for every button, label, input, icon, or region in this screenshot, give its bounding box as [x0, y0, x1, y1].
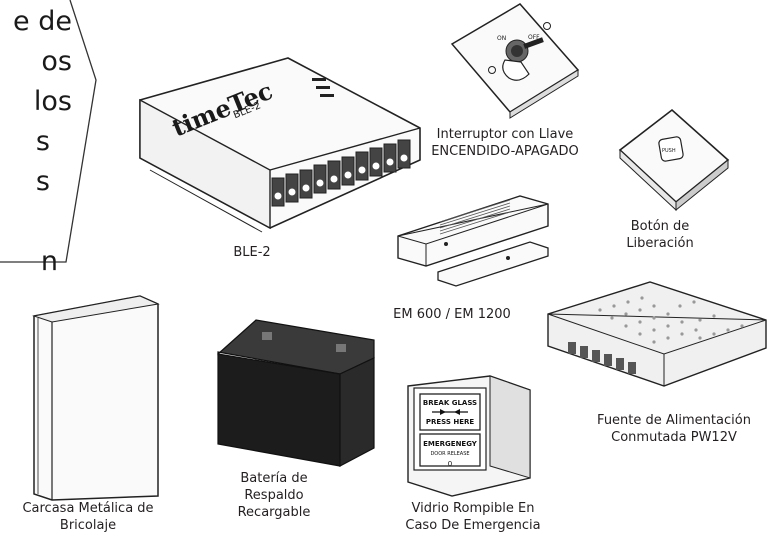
break-glass-label-line2: Caso De Emergencia — [405, 518, 541, 533]
enclosure-image — [32, 295, 160, 501]
break-glass-sign-line2: PRESS HERE — [426, 418, 475, 426]
key-switch-image — [450, 3, 580, 119]
key-switch-on-text: ON — [497, 35, 506, 42]
break-glass-label-line1: Vidrio Rompible En — [411, 501, 535, 516]
break-glass-sign-line1: BREAK GLASS — [423, 399, 477, 407]
battery-label-line1: Batería de — [240, 471, 308, 486]
power-supply-label-line2: Conmutada PW12V — [611, 430, 737, 445]
callout-line: e de — [13, 6, 72, 37]
key-switch-label-line1: Interruptor con Llave — [436, 127, 574, 142]
battery-label: Batería de Respaldo Recargable — [224, 470, 324, 521]
power-supply-label: Fuente de Alimentación Conmutada PW12V — [584, 412, 764, 446]
callout-line — [0, 202, 72, 242]
callout-line: s — [35, 126, 50, 157]
maglock-label: EM 600 / EM 1200 — [393, 307, 511, 322]
release-button-label: Botón de Liberación — [612, 218, 708, 252]
ble2-controller-image — [139, 57, 421, 233]
callout-line: n — [40, 246, 58, 277]
enclosure-label-line2: Bricolaje — [59, 518, 117, 533]
release-button-label-line2: Liberación — [626, 236, 694, 251]
arrow-icon — [432, 409, 468, 415]
callout-line: s — [35, 166, 50, 197]
power-supply-label-line1: Fuente de Alimentación — [597, 413, 751, 428]
enclosure-label: Carcasa Metálica de Bricolaje — [8, 500, 168, 534]
battery-label-line3: Recargable — [237, 505, 311, 520]
release-button-push-text: PUSH — [662, 148, 676, 154]
callout-text: e de os los s s n — [0, 2, 72, 282]
ble2-label: BLE-2 — [233, 245, 271, 260]
callout-line: os los — [33, 46, 72, 117]
break-glass-sign-line3: EMERGENEGY — [423, 440, 478, 448]
break-glass-sign-line4: DOOR RELEASE — [430, 451, 469, 457]
maglock-image — [397, 195, 549, 287]
release-button-image — [618, 108, 730, 212]
enclosure-label-line1: Carcasa Metálica de — [22, 501, 154, 516]
key-switch-label-line2: ENCENDIDO-APAGADO — [431, 144, 579, 159]
break-glass-sign-line5: 0 — [448, 460, 452, 468]
callout-arrow-border — [0, 0, 97, 263]
battery-image — [217, 319, 375, 467]
break-glass-image — [407, 375, 531, 497]
break-glass-label: Vidrio Rompible En Caso De Emergencia — [398, 500, 548, 534]
key-switch-off-text: OFF — [528, 34, 540, 41]
key-switch-label: Interruptor con Llave ENCENDIDO-APAGADO — [420, 126, 590, 160]
battery-label-line2: Respaldo — [244, 488, 304, 503]
power-supply-image — [547, 281, 767, 387]
release-button-label-line1: Botón de — [630, 219, 690, 234]
